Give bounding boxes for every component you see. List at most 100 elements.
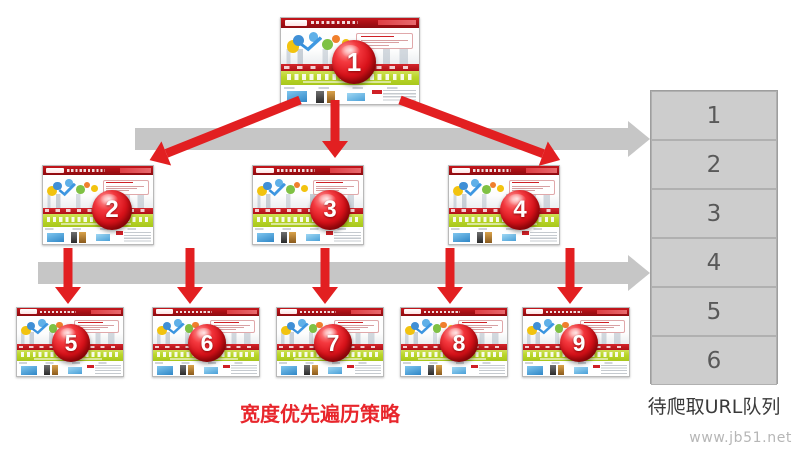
callout-title [360, 35, 394, 38]
product-image-c [79, 231, 86, 243]
thumbnail-header-bar [153, 308, 259, 316]
balloon-graphic-2 [308, 32, 319, 42]
queue-cell-label: 4 [706, 249, 722, 276]
product-image-c [311, 365, 319, 375]
content-section-titles [283, 86, 417, 89]
callout-line-1 [337, 325, 375, 327]
product-image-a [257, 232, 274, 243]
content-section-titles [403, 362, 505, 364]
header-menu-strip [311, 21, 359, 25]
callout-line-2 [360, 42, 400, 44]
node-badge-1[interactable]: 1 [332, 40, 376, 84]
balloon-graphic-5 [91, 185, 98, 193]
content-section-titles [19, 362, 121, 364]
content-badge [592, 364, 601, 369]
product-image-d [327, 366, 342, 374]
balloon-graphic-4 [56, 321, 63, 328]
header-menu-strip [473, 168, 511, 172]
red-arrow-root-to-node-3 [322, 100, 348, 158]
content-badge [521, 230, 530, 236]
node-badge-3[interactable]: 3 [310, 190, 350, 230]
red-arrow-node-3-to-node-7 [312, 248, 338, 304]
balloon-graphic-3 [286, 184, 295, 194]
product-image-d [67, 366, 82, 374]
node-badge-2[interactable]: 2 [92, 190, 132, 230]
product-image-c [51, 365, 59, 375]
callout-line-1 [106, 185, 145, 187]
header-menu-strip [277, 168, 315, 172]
queue-cell-1[interactable]: 1 [651, 91, 777, 140]
red-arrow-node-2-to-node-5 [55, 248, 81, 304]
banner-headline [257, 216, 359, 223]
node-badge-7[interactable]: 7 [314, 324, 352, 362]
thumbnail-content-area [281, 85, 419, 104]
banner-subline [270, 222, 341, 226]
product-image-a [157, 366, 174, 375]
node-badge-number: 2 [105, 196, 119, 223]
header-menu-strip [67, 168, 105, 172]
product-image-c [289, 231, 296, 243]
queue-cell-4[interactable]: 4 [651, 238, 777, 287]
site-logo [526, 309, 544, 315]
arrow-shaft [445, 248, 455, 287]
callout-line-1 [583, 325, 621, 327]
thumbnail-header-bar [277, 308, 383, 316]
header-promo-strip [120, 168, 151, 173]
callout-line-1 [461, 325, 499, 327]
node-badge-6[interactable]: 6 [188, 324, 226, 362]
content-badge [86, 364, 95, 369]
product-image-d [305, 233, 321, 242]
balloon-graphic-3 [184, 324, 194, 333]
content-badge [325, 230, 334, 236]
node-badge-8[interactable]: 8 [440, 324, 478, 362]
product-image-d [203, 366, 218, 374]
site-logo [285, 19, 308, 26]
product-image-b [43, 365, 50, 375]
balloon-graphic-5 [497, 185, 504, 193]
callout-line-2 [213, 327, 244, 329]
balloon-graphic-3 [482, 184, 491, 194]
queue-cell-6[interactable]: 6 [651, 336, 777, 385]
arrow-head [55, 287, 81, 304]
callout-title [106, 182, 133, 184]
node-badge-number: 8 [452, 329, 466, 356]
thumbnail-content-area [277, 361, 383, 376]
product-image-c [187, 365, 195, 375]
site-logo [20, 309, 38, 315]
balloon-graphic-0 [281, 325, 291, 336]
node-badge-number: 7 [326, 329, 340, 356]
node-badge-5[interactable]: 5 [52, 324, 90, 362]
red-arrow-node-4-to-node-9 [557, 248, 583, 304]
arrow-shaft [565, 248, 575, 287]
balloon-graphic-1 [458, 181, 468, 191]
product-image-b [280, 231, 288, 243]
diagram-title: 宽度优先遍历策略 [240, 402, 400, 426]
product-image-d [451, 366, 466, 374]
header-promo-strip [377, 20, 417, 26]
content-text-lines [601, 365, 627, 375]
queue-cell-5[interactable]: 5 [651, 287, 777, 336]
arrow-shaft [320, 248, 330, 287]
queue-cell-label: 5 [706, 298, 722, 325]
callout-line-3 [360, 44, 390, 46]
queue-cell-2[interactable]: 2 [651, 140, 777, 189]
balloon-graphic-2 [275, 178, 283, 187]
arrow-head [538, 141, 565, 173]
header-menu-strip [176, 310, 213, 313]
banner-subline [466, 222, 537, 226]
node-badge-4[interactable]: 4 [500, 190, 540, 230]
node-badge-9[interactable]: 9 [560, 324, 598, 362]
queue-cell-3[interactable]: 3 [651, 189, 777, 238]
thumbnail-content-area [449, 227, 559, 244]
callout-line-3 [583, 329, 606, 331]
thumbnail-content-area [523, 361, 629, 376]
arrow-head [177, 287, 203, 304]
balloon-graphic-2 [544, 319, 552, 327]
balloon-graphic-0 [157, 325, 167, 336]
callout-line-2 [77, 327, 108, 329]
thumbnail-content-area [253, 227, 363, 244]
thumbnail-header-bar [449, 166, 559, 175]
site-logo [280, 309, 298, 315]
